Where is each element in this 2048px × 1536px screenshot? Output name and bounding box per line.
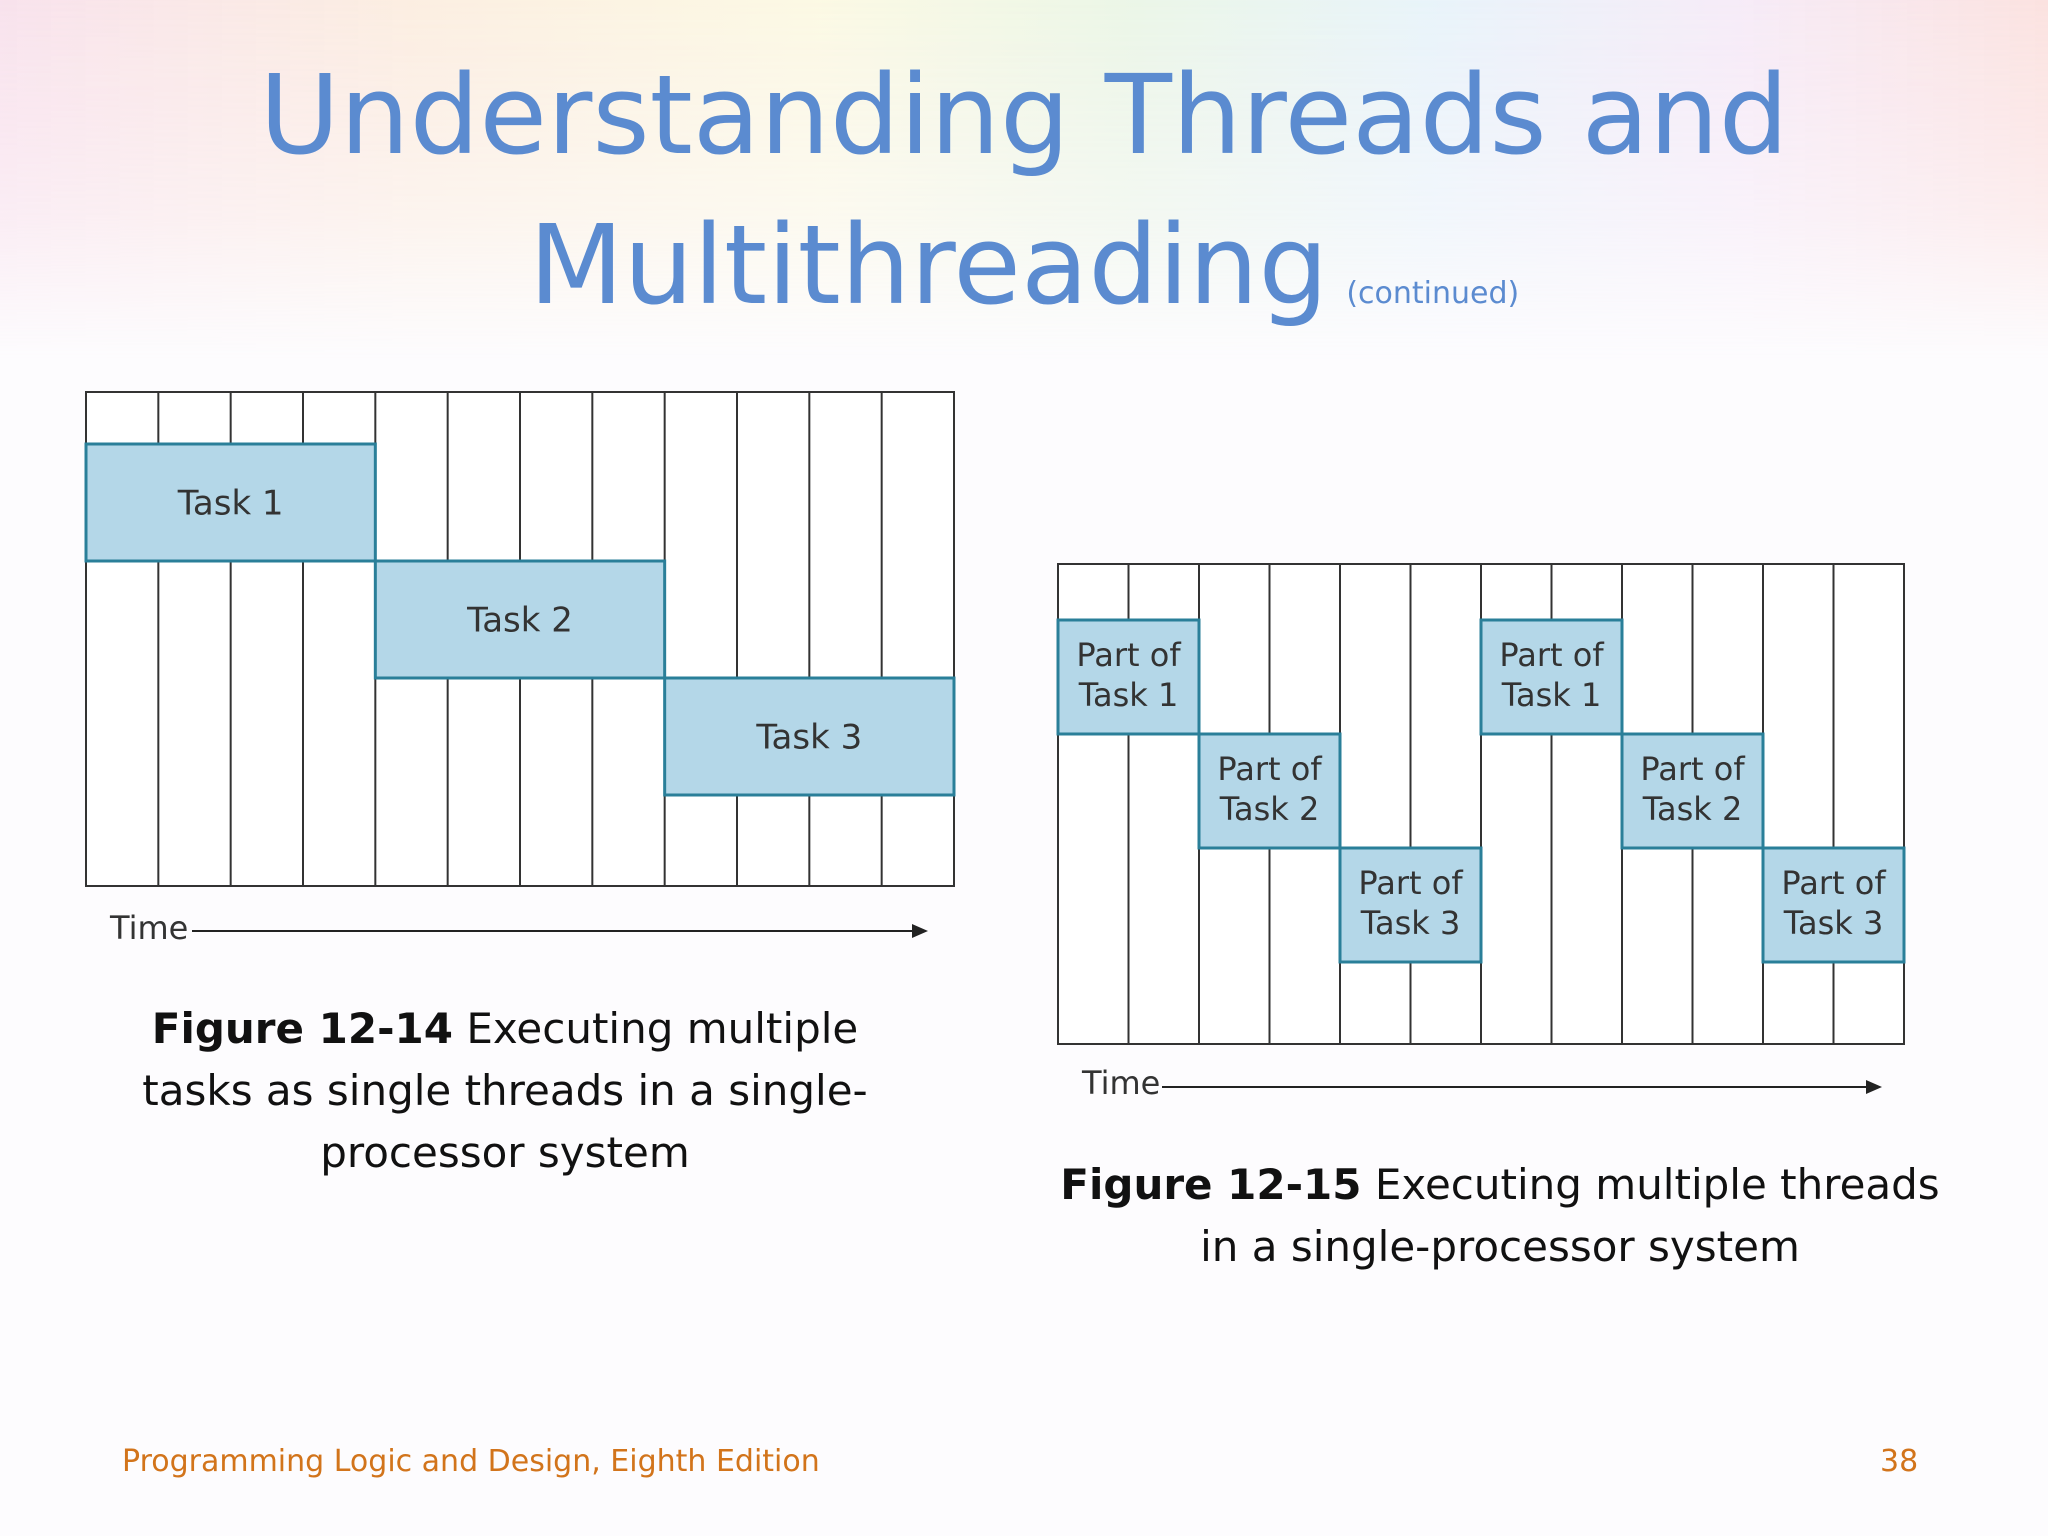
thread-part-label: Part of [1358, 864, 1463, 902]
thread-part-task: Task 3 [1360, 904, 1461, 942]
figure-12-14-diagram: Task 1 Task 2 Task 3 Time [80, 386, 980, 961]
thread-part-label: Part of [1217, 750, 1322, 788]
figure-12-15-time-label: Time [1081, 1064, 1160, 1102]
title-line-2: Multithreading [528, 201, 1329, 329]
task-block [373, 559, 667, 680]
thread-part-task: Task 2 [1219, 790, 1320, 828]
task-label: Task 2 [466, 601, 573, 641]
figure-12-15-caption: Figure 12-15 Executing multiple threads … [1050, 1154, 1950, 1278]
time-arrow-head [912, 924, 928, 938]
thread-part-block [1338, 846, 1483, 964]
thread-part-label: Part of [1781, 864, 1886, 902]
thread-part-task: Task 3 [1783, 904, 1884, 942]
thread-part-block [1056, 618, 1201, 736]
page-number: 38 [1880, 1444, 1919, 1479]
thread-part-block [1620, 732, 1765, 850]
task-label: Task 1 [177, 484, 284, 524]
thread-part-block [1197, 732, 1342, 850]
title-line-1: Understanding Threads and [259, 51, 1789, 179]
title-suffix: (continued) [1346, 276, 1520, 311]
thread-part-label: Part of [1640, 750, 1745, 788]
figure-12-14-time-label: Time [109, 909, 188, 947]
time-arrow-head [1866, 1080, 1882, 1094]
thread-part-task: Task 1 [1078, 676, 1179, 714]
thread-part-block [1761, 846, 1906, 964]
footer-book-title: Programming Logic and Design, Eighth Edi… [122, 1444, 820, 1479]
task-block [663, 676, 956, 797]
thread-part-label: Part of [1499, 636, 1604, 674]
slide-title: Understanding Threads and Multithreading… [0, 40, 2048, 340]
title-line-2-wrap: Multithreading (continued) [0, 190, 2048, 340]
thread-part-task: Task 1 [1501, 676, 1602, 714]
figure-12-15-caption-text: Executing multiple threads in a single-p… [1200, 1160, 1940, 1271]
thread-part-label: Part of [1076, 636, 1181, 674]
figure-12-15-caption-bold: Figure 12-15 [1060, 1160, 1362, 1209]
task-block [84, 442, 377, 563]
figure-12-14-svg: Task 1 Task 2 Task 3 Time [84, 391, 956, 947]
figure-12-14-caption-text: Executing multiple tasks as single threa… [142, 1004, 868, 1177]
thread-part-block [1479, 618, 1624, 736]
figure-12-14-caption-bold: Figure 12-14 [151, 1004, 453, 1053]
thread-part-task: Task 2 [1642, 790, 1743, 828]
task-label: Task 3 [755, 718, 862, 758]
decorative-background [0, 0, 2048, 360]
figure-12-14-caption: Figure 12-14 Executing multiple tasks as… [100, 998, 910, 1184]
